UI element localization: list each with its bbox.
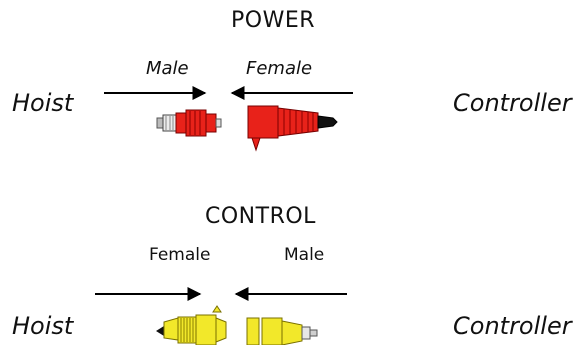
control-male-plug — [246, 317, 318, 345]
power-controller-label: Controller — [453, 89, 572, 117]
power-title: POWER — [231, 8, 316, 33]
control-female-plug — [156, 305, 227, 345]
control-controller-label: Controller — [453, 312, 572, 340]
control-title: CONTROL — [205, 204, 316, 229]
power-female-label: Female — [246, 58, 313, 79]
power-hoist-label: Hoist — [12, 89, 74, 117]
control-female-label: Female — [149, 245, 211, 265]
power-female-plug — [247, 105, 338, 152]
power-male-label: Male — [146, 58, 189, 79]
control-hoist-label: Hoist — [12, 312, 74, 340]
power-male-plug — [156, 109, 222, 137]
control-male-label: Male — [284, 245, 325, 265]
